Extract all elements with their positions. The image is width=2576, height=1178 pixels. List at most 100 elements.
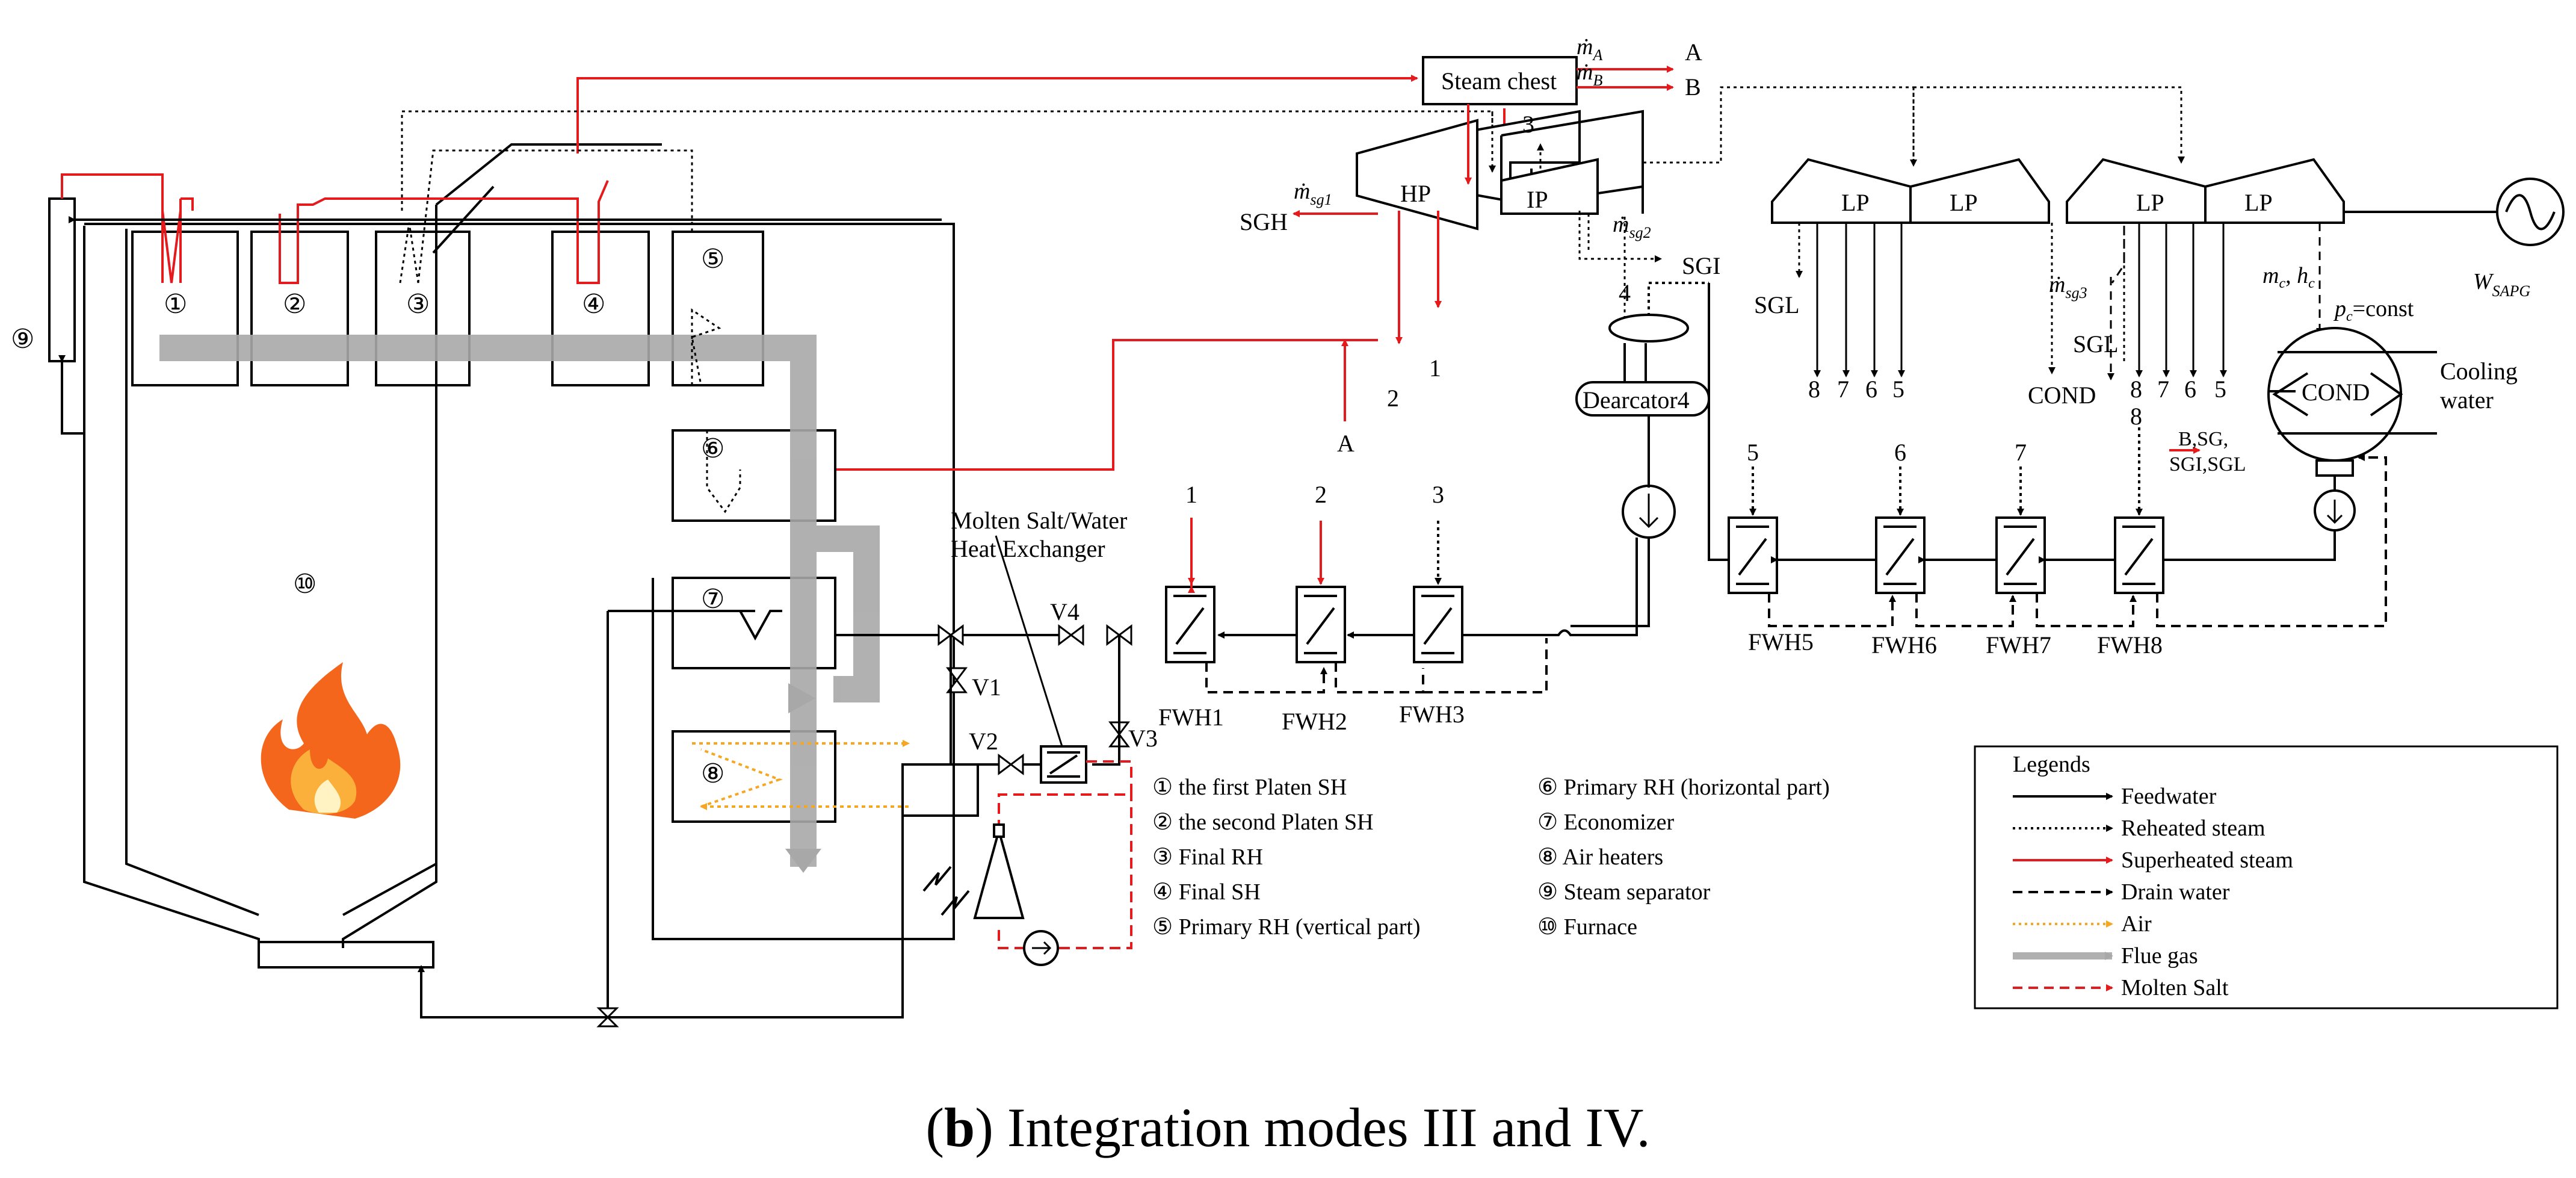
hx-label-2: Heat Exchanger bbox=[951, 535, 1105, 562]
v3-label: V3 bbox=[1128, 725, 1158, 752]
legend-item-7: Molten Salt bbox=[2121, 975, 2229, 1000]
steam-chest-label: Steam chest bbox=[1441, 67, 1557, 95]
fwh1-in: 1 bbox=[1185, 481, 1197, 508]
fwh2-in: 2 bbox=[1315, 481, 1327, 508]
panel-4 bbox=[551, 231, 650, 386]
panel-1 bbox=[131, 231, 239, 386]
key-3: ③ Final RH bbox=[1152, 845, 1263, 870]
caption-letter: b bbox=[944, 1097, 975, 1158]
flow-a-target: A bbox=[1685, 39, 1702, 66]
valves bbox=[596, 624, 1132, 1028]
w-sapg-label: WSAPG bbox=[2473, 269, 2530, 300]
legend-item-1: Feedwater bbox=[2121, 784, 2217, 809]
key-4: ④ Final SH bbox=[1152, 879, 1261, 905]
cooling-label-1: Cooling bbox=[2440, 358, 2518, 385]
cond-label: COND bbox=[2302, 379, 2370, 406]
lp-right-7: 7 bbox=[2157, 376, 2169, 403]
air-flow bbox=[692, 740, 910, 810]
legend-item-3: Superheated steam bbox=[2121, 848, 2293, 873]
panel-6 bbox=[672, 429, 836, 522]
lp-right-5: 5 bbox=[2214, 376, 2226, 403]
panel-3 bbox=[375, 231, 471, 386]
cond-in-label-2: SGI,SGL bbox=[2169, 453, 2246, 476]
legend-item-5: Air bbox=[2121, 911, 2152, 937]
v2-label: V2 bbox=[969, 728, 998, 755]
boiler bbox=[48, 143, 955, 969]
legend-box bbox=[1974, 745, 2559, 1009]
m-a-label: ṁA bbox=[1577, 34, 1602, 64]
circled-9: ⑨ bbox=[11, 324, 34, 354]
flue-gas-path bbox=[159, 335, 880, 867]
fwh3-label: FWH3 bbox=[1399, 701, 1465, 728]
hp-label: HP bbox=[1400, 180, 1431, 207]
reheat-loops bbox=[399, 110, 1493, 513]
lp-label-4: LP bbox=[2244, 189, 2273, 216]
circled-1: ① bbox=[164, 290, 187, 319]
figure-caption: (b) Integration modes III and IV. bbox=[925, 1097, 1651, 1158]
key-10: ⑩ Furnace bbox=[1537, 914, 1637, 940]
circled-6: ⑥ bbox=[701, 434, 724, 463]
fwh6-label: FWH6 bbox=[1871, 631, 1937, 659]
ip-label: IP bbox=[1527, 186, 1548, 213]
key-1: ① the first Platen SH bbox=[1152, 775, 1347, 800]
key-2: ② the second Platen SH bbox=[1152, 810, 1374, 835]
lp-label-3: LP bbox=[2136, 189, 2164, 216]
v1-label: V1 bbox=[972, 674, 1001, 701]
sgl-label-1: SGL bbox=[1754, 291, 1800, 318]
sgl-label-2: SGL bbox=[2073, 330, 2119, 358]
panel-7 bbox=[672, 577, 836, 669]
caption-text: Integration modes III and IV. bbox=[1007, 1097, 1651, 1158]
circled-7: ⑦ bbox=[701, 584, 724, 614]
m-sg1-label: ṁsg1 bbox=[1294, 179, 1332, 208]
flow-b-target: B bbox=[1685, 73, 1701, 101]
hp-extraction-2: 2 bbox=[1387, 385, 1399, 412]
key-8: ⑧ Air heaters bbox=[1537, 845, 1663, 870]
circled-3: ③ bbox=[406, 290, 430, 319]
key-5: ⑤ Primary RH (vertical part) bbox=[1152, 914, 1421, 940]
panel-8 bbox=[672, 730, 836, 823]
m-b-label: ṁB bbox=[1577, 60, 1602, 89]
legend-item-6: Flue gas bbox=[2121, 943, 2198, 969]
lp-right-8: 8 bbox=[2130, 376, 2142, 403]
circled-10: ⑩ bbox=[293, 569, 317, 599]
cond-in-label-1: B,SG, bbox=[2178, 428, 2228, 450]
lp-left-7: 7 bbox=[1837, 376, 1849, 403]
mc-hc-label: mc, hc bbox=[2262, 263, 2315, 291]
fwh3-in: 3 bbox=[1432, 481, 1444, 508]
fwh5-label: FWH5 bbox=[1748, 628, 1814, 656]
fwh2-label: FWH2 bbox=[1282, 708, 1347, 735]
extraction-3: 3 bbox=[1522, 111, 1534, 138]
m-sg2-label: ṁsg2 bbox=[1613, 212, 1651, 241]
fwh2 bbox=[1296, 586, 1346, 663]
superheater-loops bbox=[61, 75, 1506, 284]
legend-item-4: Drain water bbox=[2121, 879, 2230, 905]
fire-icon bbox=[261, 662, 401, 819]
extraction-4: 4 bbox=[1619, 279, 1631, 306]
circled-8: ⑧ bbox=[701, 759, 724, 789]
panel-2 bbox=[250, 231, 349, 386]
deaerator bbox=[1575, 282, 1710, 539]
steam-chest bbox=[1422, 56, 1578, 105]
fwh7-label: FWH7 bbox=[1986, 631, 2051, 659]
hx-label-1: Molten Salt/Water bbox=[951, 507, 1127, 534]
turbines bbox=[1356, 56, 2565, 246]
fwh7-in: 7 bbox=[2015, 439, 2027, 466]
cooling-label-2: water bbox=[2440, 386, 2494, 414]
sgi-label: SGI bbox=[1682, 252, 1720, 279]
lp-left-6: 6 bbox=[1865, 376, 1877, 403]
fwh6-in: 6 bbox=[1894, 439, 1906, 466]
key-9: ⑨ Steam separator bbox=[1537, 879, 1711, 905]
flow-a-inlet: A bbox=[1337, 430, 1354, 457]
condenser bbox=[2267, 327, 2437, 532]
circled-5: ⑤ bbox=[701, 244, 724, 274]
sgh-label: SGH bbox=[1240, 208, 1288, 235]
key-6: ⑥ Primary RH (horizontal part) bbox=[1537, 775, 1830, 800]
hp-extraction-1: 1 bbox=[1429, 355, 1441, 382]
pc-label: pc=const bbox=[2333, 296, 2414, 324]
circled-4: ④ bbox=[582, 290, 605, 319]
legend-item-2: Reheated steam bbox=[2121, 816, 2266, 841]
fwh8-label: FWH8 bbox=[2097, 631, 2163, 659]
m-sg3-label: ṁsg3 bbox=[2049, 272, 2087, 302]
fwh5-in: 5 bbox=[1747, 439, 1759, 466]
